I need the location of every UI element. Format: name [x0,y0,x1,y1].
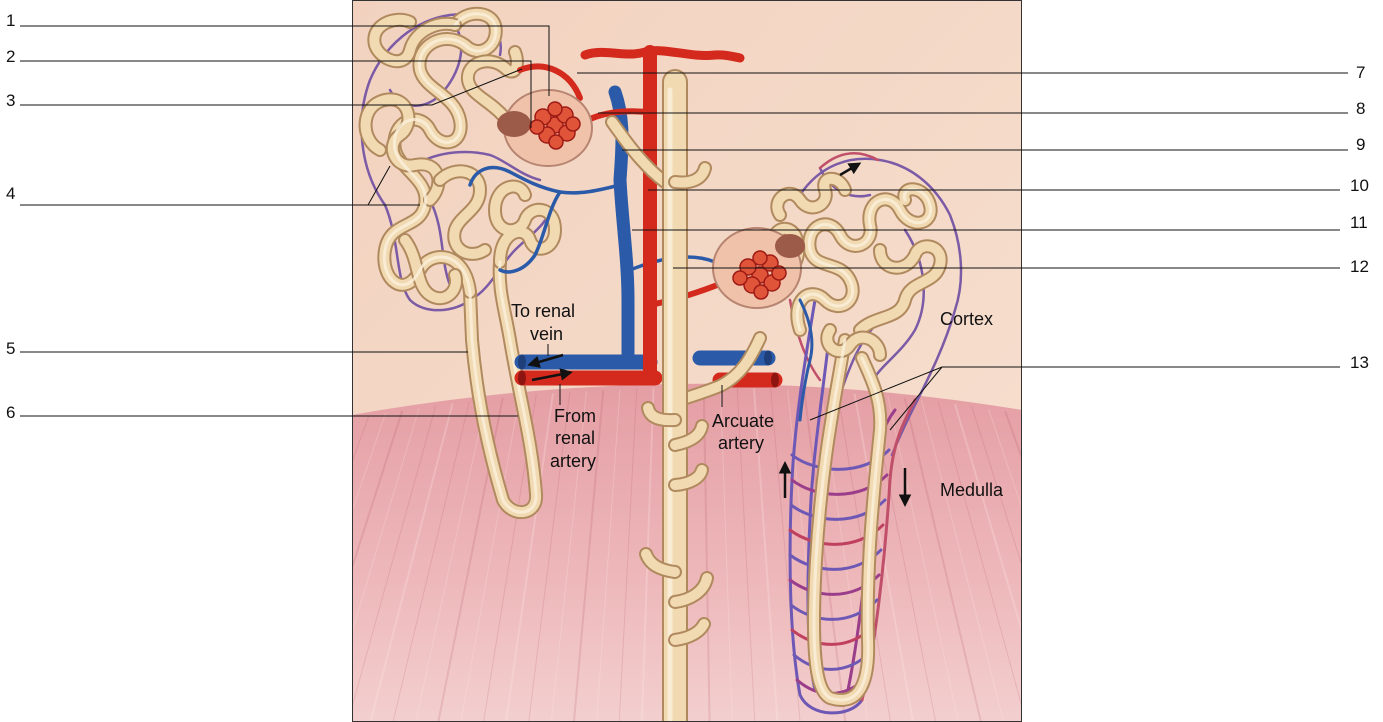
label-13: 13 [1350,353,1369,372]
from-renal-artery-line2: renal [555,428,595,448]
capillary-loop [754,285,768,299]
capillary-loop [753,251,767,265]
label-3: 3 [6,91,15,110]
capillary-loop [549,135,563,149]
to-renal-vein-line1: To renal [511,301,575,321]
capsular-space [497,111,531,137]
arcuate-artery-line1: Arcuate [712,411,774,431]
arcuate-artery-end [518,371,526,386]
arcuate-vein-end [518,355,526,370]
from-renal-artery-line3: artery [550,451,596,471]
capillary-loop [548,102,562,116]
capillary-loop [566,117,580,131]
to-renal-vein-line2: vein [530,324,563,344]
label-10: 10 [1350,176,1369,195]
label-8: 8 [1356,99,1365,118]
from-renal-artery-line1: From [554,406,596,426]
medulla-label: Medulla [940,480,1004,500]
arcuate-vein-end [764,351,772,366]
arcuate-artery-end [771,373,779,388]
capillary-loop [733,271,747,285]
label-9: 9 [1356,135,1365,154]
capillary-loop [530,120,544,134]
cortex-label: Cortex [940,309,993,329]
label-1: 1 [6,11,15,30]
medulla-striation [235,419,352,722]
label-12: 12 [1350,257,1369,276]
arcuate-artery-line2: artery [718,433,764,453]
medulla-striation [1022,414,1139,722]
capsular-space [775,234,805,258]
illustration-panel [235,0,1140,722]
label-2: 2 [6,47,15,66]
label-7: 7 [1356,63,1365,82]
label-11: 11 [1350,213,1368,232]
label-6: 6 [6,403,15,422]
label-4: 4 [6,184,15,203]
label-5: 5 [6,339,15,358]
